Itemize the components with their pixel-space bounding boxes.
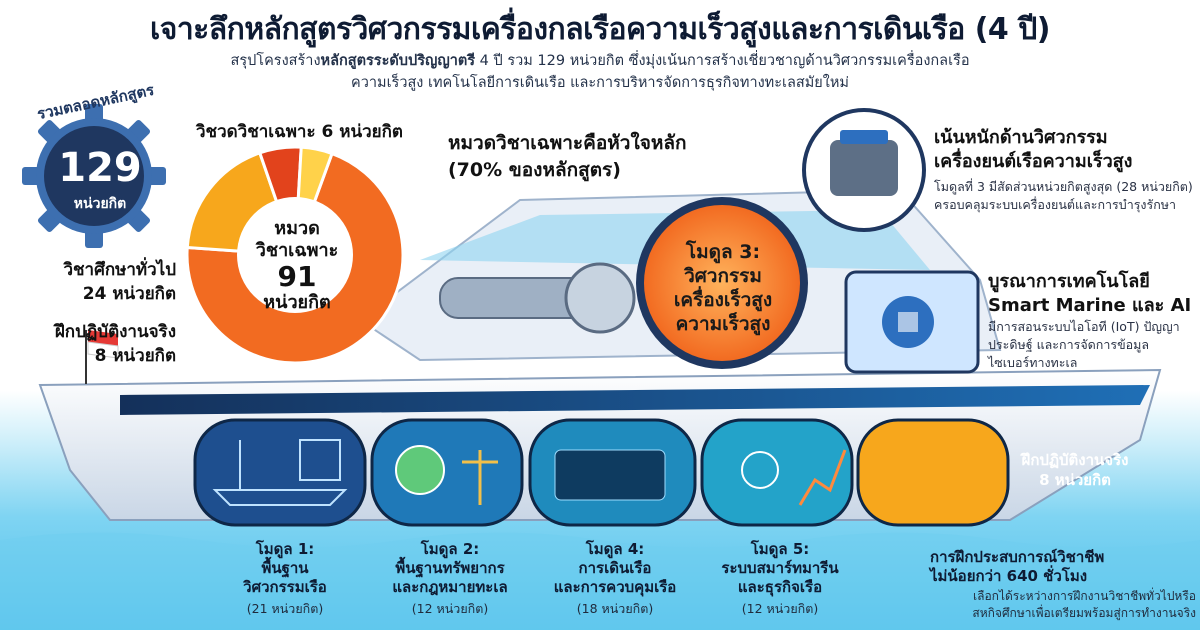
total-badge-unit: หน่วยกิต <box>73 196 127 212</box>
module-2: โมดูล 2: พื้นฐานทรัพยากร และกฎหมายทะเล (… <box>370 540 530 619</box>
module-4-line2: การเดินเรือ <box>578 559 652 577</box>
donut-center-value: 91 <box>277 260 317 293</box>
module-2-line3: และกฎหมายทะเล <box>392 578 508 596</box>
engine-title-line2: เครื่องยนต์เรือความเร็วสูง <box>934 151 1133 172</box>
tech-desc: มีการสอนระบบไอโอที (IoT) ปัญญาประดิษฐ์ แ… <box>988 319 1180 370</box>
module-4: โมดูล 4: การเดินเรือ และการควบคุมเรือ (1… <box>535 540 695 619</box>
module-1-line1: โมดูล 1: <box>255 540 315 558</box>
module-4-credit: (18 หน่วยกิต) <box>576 601 654 616</box>
internship-desc: เลือกได้ระหว่างการฝึกงานวิชาชีพทั่วไปหรื… <box>900 588 1196 622</box>
core-statement: หมวดวิชาเฉพาะคือหัวใจหลัก (70% ของหลักสู… <box>448 130 687 184</box>
tech-title: บูรณาการเทคโนโลยี Smart Marine และ AI <box>988 270 1191 318</box>
module3-line4: ความเร็วสูง <box>675 313 771 335</box>
page-subtitle: สรุปโครงสร้างหลักสูตรระดับปริญญาตรี 4 ปี… <box>160 50 1040 94</box>
module-5-line2: ระบบสมาร์ทมารีน <box>721 559 839 577</box>
module-1: โมดูล 1: พื้นฐาน วิศวกรรมเรือ (21 หน่วยก… <box>210 540 360 619</box>
internship-desc-line2: สหกิจศึกษาเพื่อเตรียมพร้อมสู่การทำงานจริ… <box>972 606 1196 620</box>
internship-desc-line1: เลือกได้ระหว่างการฝึกงานวิชาชีพทั่วไปหรื… <box>973 589 1196 603</box>
total-badge-number: 129 <box>58 145 142 191</box>
core-line1: หมวดวิชาเฉพาะคือหัวใจหลัก <box>448 132 687 154</box>
gear-icon <box>22 104 166 248</box>
module-5-credit: (12 หน่วยกิต) <box>741 601 819 616</box>
internship-title: การฝึกประสบการณ์วิชาชีพ ไม่น้อยกว่า 640 … <box>930 548 1104 586</box>
module-1-line3: วิศวกรรมเรือ <box>243 578 327 596</box>
subtitle-suffix: 4 ปี รวม 129 หน่วยกิต ซึ่งมุ่งเน้นการสร้… <box>475 53 970 69</box>
module3-line3: เครื่องเร็วสูง <box>673 289 773 311</box>
module-2-line1: โมดูล 2: <box>420 540 480 558</box>
credit-donut <box>185 145 405 365</box>
donut-center: หมวด วิชาเฉพาะ 91 หน่วยกิต <box>232 218 362 314</box>
label-practice-line2: 8 หน่วยกิต <box>94 346 176 366</box>
internship-title-line2: ไม่น้อยกว่า 640 ชั่วโมง <box>930 567 1088 585</box>
module3-label: โมดูล 3: วิศวกรรม เครื่องเร็วสูง ความเร็… <box>648 240 798 336</box>
module3-line1: โมดูล 3: <box>685 241 761 263</box>
donut-center-line1: หมวด <box>274 218 320 239</box>
core-line2: (70% ของหลักสูตร) <box>448 159 621 181</box>
module-5: โมดูล 5: ระบบสมาร์ทมารีน และธุรกิจเรือ (… <box>700 540 860 619</box>
label-elective: วิชวดวิชาเฉพาะ 6 หน่วยกิต <box>196 122 403 142</box>
module-1-credit: (21 หน่วยกิต) <box>246 601 324 616</box>
subtitle-prefix: สรุปโครงสร้าง <box>230 53 321 69</box>
engine-title-line1: เน้นหนักด้านวิศวกรรม <box>934 127 1108 148</box>
module-4-line3: และการควบคุมเรือ <box>553 578 677 596</box>
practice-box-line1: ฝึกปฏิบัติงานจริง <box>1021 451 1129 469</box>
internship-title-line1: การฝึกประสบการณ์วิชาชีพ <box>930 548 1105 566</box>
page-title: เจาะลึกหลักสูตรวิศวกรรมเครื่องกลเรือความ… <box>149 12 1051 47</box>
label-general-line1: วิชาศึกษาทั่วไป <box>63 260 176 280</box>
module-5-line1: โมดูล 5: <box>750 540 810 558</box>
module-1-line2: พื้นฐาน <box>261 559 309 577</box>
module-2-credit: (12 หน่วยกิต) <box>411 601 489 616</box>
label-general: วิชาศึกษาทั่วไป 24 หน่วยกิต <box>46 258 176 306</box>
module-2-line2: พื้นฐานทรัพยากร <box>395 559 505 577</box>
module-4-line1: โมดูล 4: <box>585 540 645 558</box>
engine-desc: โมดูลที่ 3 มีสัดส่วนหน่วยกิตสูงสุด (28 ห… <box>934 179 1193 212</box>
practice-box: ฝึกปฏิบัติงานจริง 8 หน่วยกิต <box>1000 450 1150 490</box>
practice-box-line2: 8 หน่วยกิต <box>1039 471 1111 489</box>
donut-center-line2: วิชาเฉพาะ <box>255 240 339 261</box>
donut-center-unit: หน่วยกิต <box>263 292 331 313</box>
subtitle-bold: หลักสูตรระดับปริญญาตรี <box>320 53 476 69</box>
engine-title: เน้นหนักด้านวิศวกรรม เครื่องยนต์เรือความ… <box>934 126 1132 174</box>
label-general-line2: 24 หน่วยกิต <box>82 284 176 304</box>
tech-title-line2: Smart Marine และ AI <box>988 295 1192 316</box>
label-practice-line1: ฝึกปฏิบัติงานจริง <box>54 322 176 342</box>
module3-line2: วิศวกรรม <box>684 265 762 287</box>
label-practice: ฝึกปฏิบัติงานจริง 8 หน่วยกิต <box>30 320 176 368</box>
module-5-line3: และธุรกิจเรือ <box>737 578 823 596</box>
subtitle-line2: ความเร็วสูง เทคโนโลยีการเดินเรือ และการบ… <box>351 75 849 91</box>
tech-title-line1: บูรณาการเทคโนโลยี <box>988 271 1150 292</box>
